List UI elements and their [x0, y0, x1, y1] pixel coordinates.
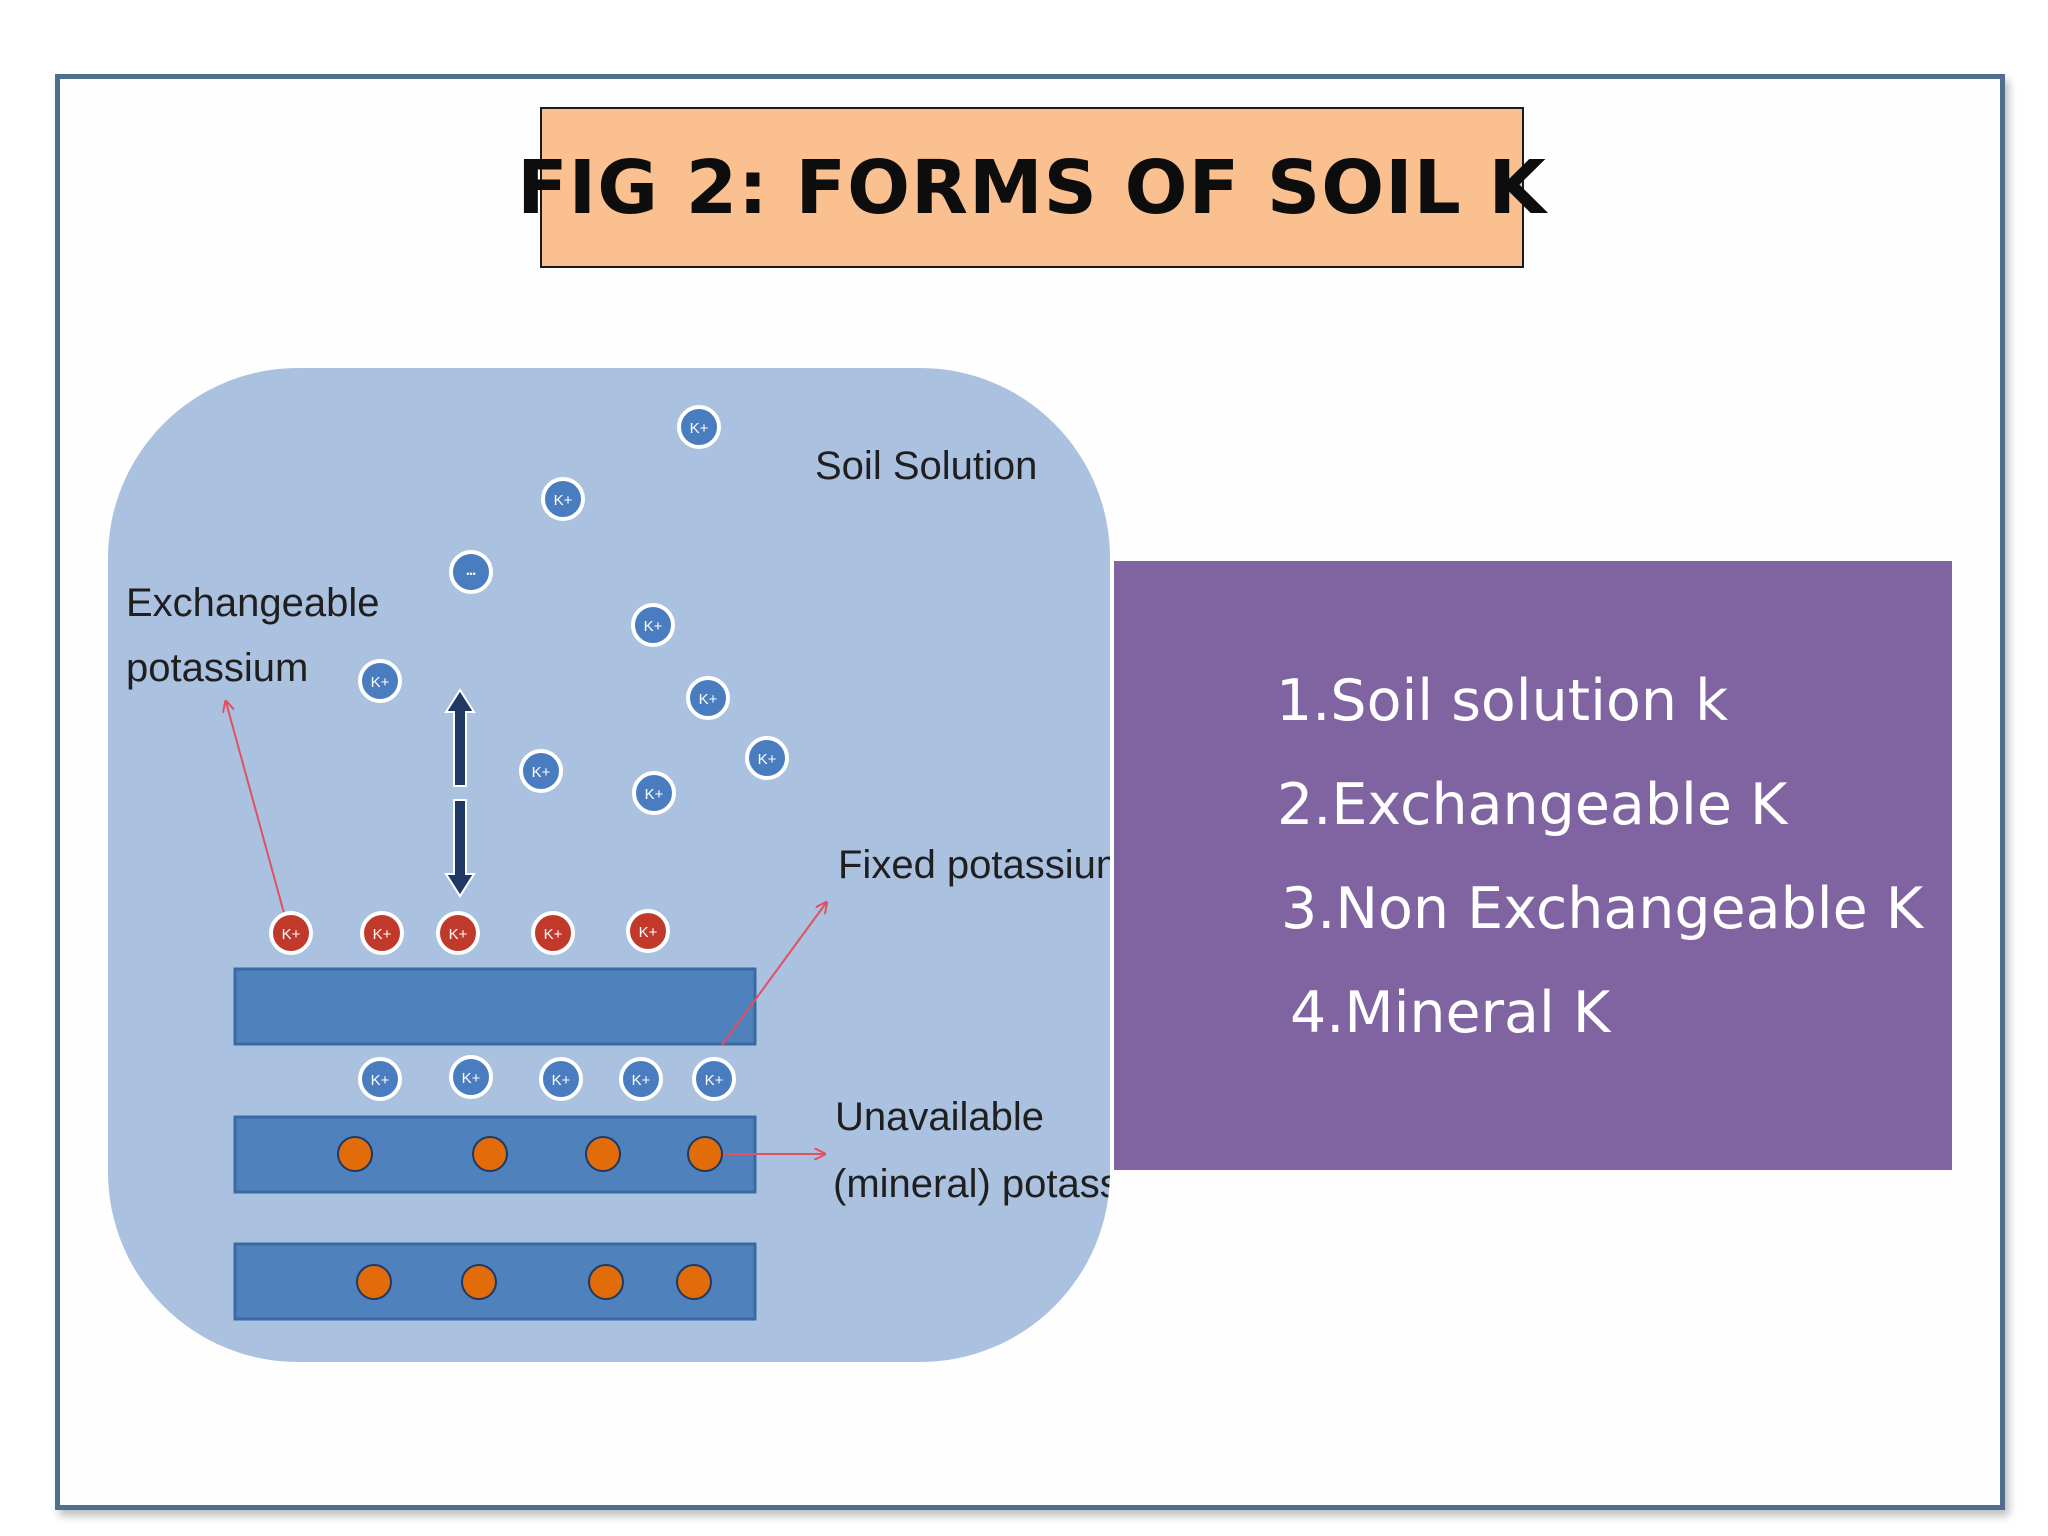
svg-text:K+: K+	[532, 764, 551, 781]
exchangeable-k-ion: K+	[531, 911, 575, 955]
solution-k-ion: K+	[632, 771, 676, 815]
mineral-k-dot	[687, 1136, 723, 1172]
svg-text:K+: K+	[282, 926, 301, 943]
svg-text:K+: K+	[705, 1072, 724, 1089]
mineral-k-dot	[588, 1264, 624, 1300]
solution-k-ion: K+	[686, 676, 730, 720]
solution-k-ion: K+	[677, 405, 721, 449]
svg-text:K+: K+	[645, 786, 664, 803]
forms-list-item-3: 3.Non Exchangeable K	[1281, 876, 1924, 942]
svg-text:K+: K+	[690, 420, 709, 437]
solution-k-ion: K+	[519, 749, 563, 793]
svg-text:K+: K+	[632, 1072, 651, 1089]
svg-text:K+: K+	[554, 492, 573, 509]
unavailable-label-line1: Unavailable	[835, 1095, 1044, 1139]
mineral-potassium-ions	[337, 1136, 723, 1300]
exchangeable-k-ion: K+	[360, 911, 404, 955]
fixed-k-ion: K+	[358, 1057, 402, 1101]
forms-list-item-2: 2.Exchangeable K	[1277, 772, 1788, 838]
mineral-k-dot	[461, 1264, 497, 1300]
mineral-k-dot	[585, 1136, 621, 1172]
svg-text:K+: K+	[644, 618, 663, 635]
forms-list-item-4: 4.Mineral K	[1290, 980, 1611, 1046]
forms-list-item-1: 1.Soil solution k	[1276, 668, 1729, 734]
mineral-k-dot	[676, 1264, 712, 1300]
svg-text:K+: K+	[639, 924, 658, 941]
exchangeable-pointer-arrow	[226, 702, 288, 925]
mineral-k-dot	[337, 1136, 373, 1172]
svg-text:•••: •••	[466, 569, 475, 579]
exchange-double-arrow	[444, 688, 476, 898]
exchangeable-label-line2: potassium	[126, 646, 308, 690]
svg-text:K+: K+	[449, 926, 468, 943]
svg-text:K+: K+	[462, 1070, 481, 1087]
fixed-k-ion: K+	[539, 1057, 583, 1101]
mineral-k-dot	[356, 1264, 392, 1300]
soil-solution-label: Soil Solution	[815, 444, 1037, 488]
svg-text:K+: K+	[699, 691, 718, 708]
solution-k-ion: K+	[541, 477, 585, 521]
fixed-potassium-label: Fixed potassium	[838, 843, 1110, 887]
title-box: FIG 2: FORMS OF SOIL K	[517, 107, 1546, 268]
solution-k-ion: K+	[745, 736, 789, 780]
svg-text:K+: K+	[371, 1072, 390, 1089]
solution-k-ion: •••	[449, 550, 493, 594]
fixed-pointer-arrow	[721, 903, 826, 1046]
soil-potassium-diagram: K+ K+ ••• K+ K+ K+ K+ K+ K+ K+ K+ K+ K+ …	[108, 368, 1110, 1362]
diagram-canvas: K+ K+ ••• K+ K+ K+ K+ K+ K+ K+ K+ K+ K+ …	[126, 405, 1110, 1321]
unavailable-label-line2: (mineral) potassium	[833, 1162, 1110, 1206]
solution-potassium-ions: K+ K+ ••• K+ K+ K+ K+ K+ K+	[358, 405, 789, 815]
forms-list-box: 1.Soil solution k 2.Exchangeable K 3.Non…	[1114, 561, 1952, 1170]
exchangeable-potassium-ions: K+ K+ K+ K+ K+	[269, 909, 670, 955]
exchangeable-k-ion: K+	[626, 909, 670, 953]
exchangeable-k-ion: K+	[269, 911, 313, 955]
figure-title: FIG 2: FORMS OF SOIL K	[517, 144, 1547, 231]
solution-k-ion: K+	[631, 603, 675, 647]
fixed-k-ion: K+	[619, 1057, 663, 1101]
svg-text:K+: K+	[758, 751, 777, 768]
exchangeable-k-ion: K+	[436, 911, 480, 955]
svg-text:K+: K+	[552, 1072, 571, 1089]
fixed-potassium-ions: K+ K+ K+ K+ K+	[358, 1055, 736, 1101]
fixed-k-ion: K+	[449, 1055, 493, 1099]
solution-k-ion: K+	[358, 659, 402, 703]
svg-text:K+: K+	[544, 926, 563, 943]
mineral-k-dot	[472, 1136, 508, 1172]
exchangeable-label-line1: Exchangeable	[126, 581, 380, 625]
fixed-k-ion: K+	[692, 1057, 736, 1101]
svg-text:K+: K+	[373, 926, 392, 943]
clay-layer-top	[233, 967, 757, 1046]
svg-text:K+: K+	[371, 674, 390, 691]
